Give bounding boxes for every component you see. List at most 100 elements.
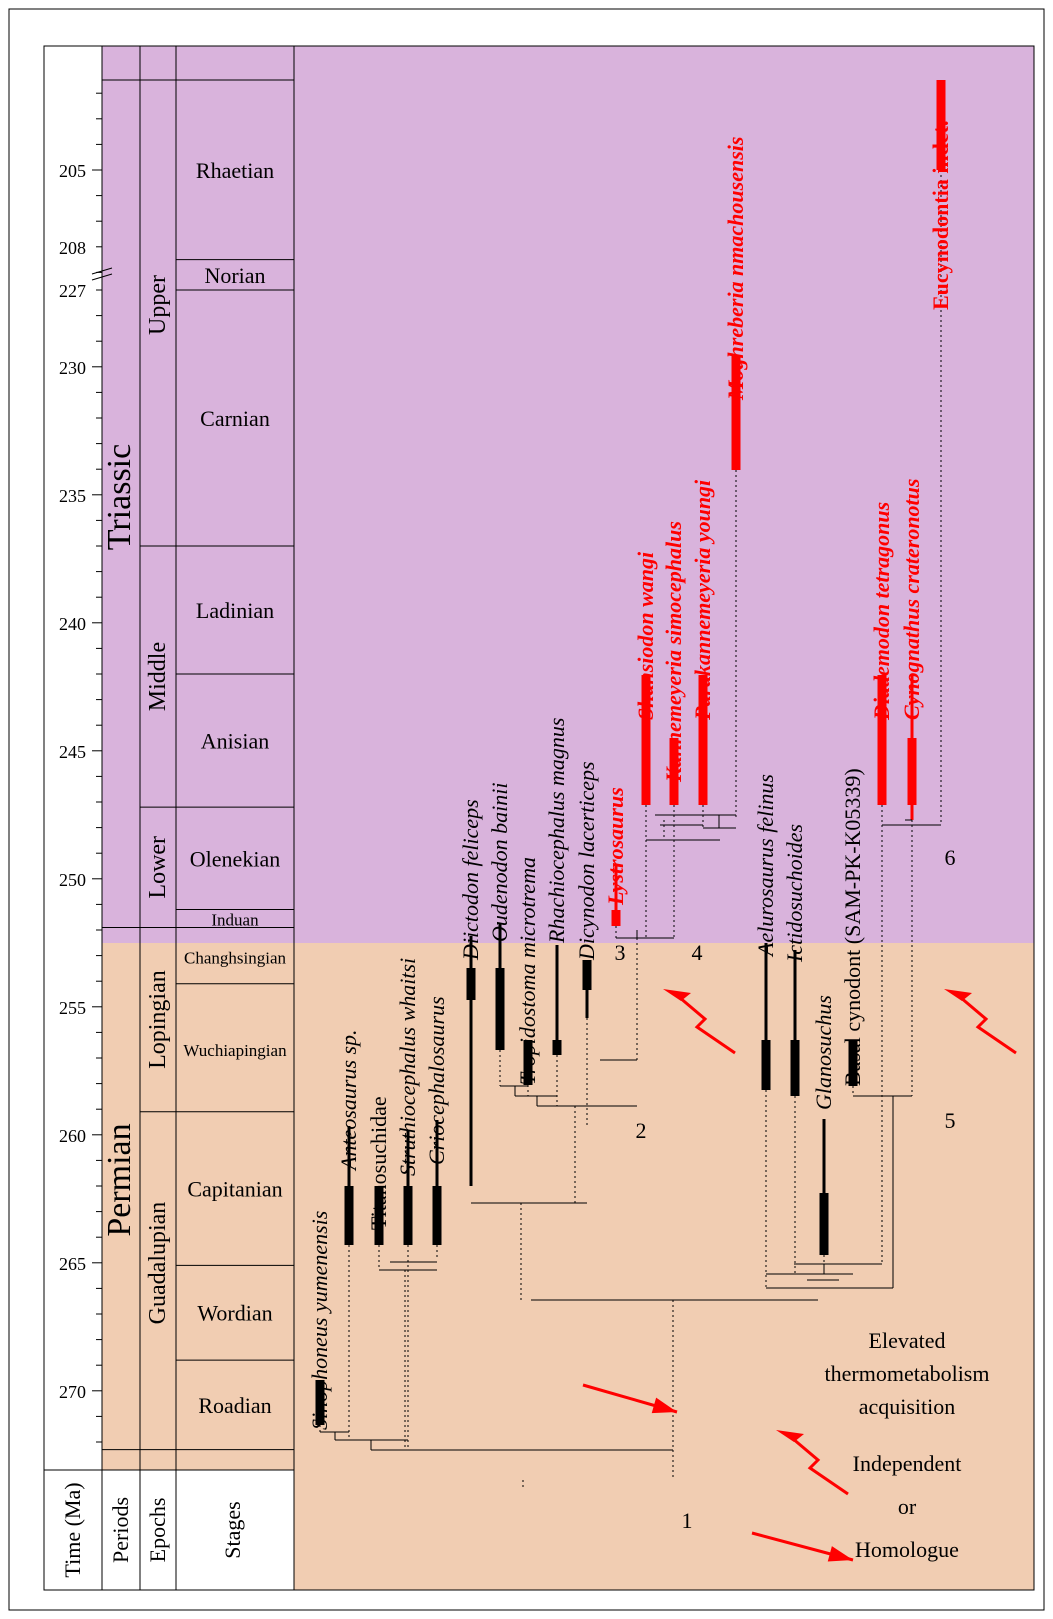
taxon-labels: Sinophoneus yumenensis Anteosaurus sp.Tit… (307, 121, 953, 1431)
legend-title-line1: Elevated (869, 1328, 946, 1353)
legend-or: or (898, 1494, 917, 1519)
stage-column: RhaetianNorianCarnianLadinianAnisianOlen… (176, 158, 294, 1451)
axis-tick-label: 270 (59, 1382, 86, 1402)
stage-label: Olenekian (190, 846, 280, 871)
stage-label: Norian (204, 263, 265, 288)
stage-label: Changhsingian (184, 949, 286, 968)
epoch-label: Lopingian (145, 970, 171, 1069)
stage-label: Capitanian (187, 1177, 282, 1202)
acquisition-arrows (582, 989, 1017, 1562)
axis-tick-label: 265 (59, 1254, 86, 1274)
cladogram (315, 80, 946, 1489)
epoch-label: Upper (145, 275, 171, 335)
axis-tick-label: 240 (59, 614, 86, 634)
legend-title-line2: thermometabolism (825, 1361, 990, 1386)
range-bar (523, 1040, 533, 1085)
axis-tick-label: 260 (59, 1126, 86, 1146)
homologue-arrow-icon (651, 1397, 677, 1414)
header-labels: Time (Ma) Periods Epochs Stages (60, 1482, 245, 1577)
stage-label: Induan (211, 910, 259, 929)
taxon-label: Cynognathus crateronotus (899, 479, 924, 720)
range-bar (907, 738, 917, 805)
legend-title-line3: acquisition (859, 1394, 956, 1419)
independent-arrow-icon (678, 995, 736, 1055)
taxon-label: Tropidostoma microtrema (515, 857, 540, 1085)
axis-tick-label: 230 (59, 358, 86, 378)
taxon-label: Diademodon tetragonus (869, 502, 894, 721)
taxon-label: Shansiodon wangi (633, 551, 658, 720)
taxon-label: Parakannemeyeria youngi (690, 479, 715, 721)
range-bar (819, 1193, 829, 1255)
range-bar (495, 968, 505, 1050)
node-label: 3 (615, 940, 626, 965)
independent-arrow-icon (791, 1436, 849, 1496)
epoch-label: Lower (145, 836, 171, 899)
range-bar (848, 1040, 858, 1086)
stage-label: Roadian (198, 1393, 271, 1418)
taxon-label: Eucynodontia indet. (928, 121, 953, 311)
period-label: Triassic (101, 444, 138, 550)
taxon-label: Struthiocephalus whaitsi (395, 958, 420, 1176)
range-bar (432, 1186, 442, 1245)
stage-label: Wuchiapingian (183, 1041, 287, 1060)
axis-tick-label: 227 (59, 281, 86, 301)
triassic-background (44, 46, 1034, 943)
stage-label: Wordian (197, 1301, 272, 1326)
taxon-label: Criocephalosaurus (424, 996, 449, 1165)
node-label: 2 (636, 1118, 647, 1143)
range-bar (611, 910, 621, 926)
taxon-label: Lystrosaurus (603, 787, 628, 906)
range-bar (877, 675, 887, 805)
range-bar (669, 738, 679, 805)
taxon-label: Titanosuchidae (366, 1096, 391, 1230)
taxon-label: Anteosaurus sp. (336, 1029, 361, 1172)
range-bar (552, 1040, 562, 1055)
legend: Elevated thermometabolism acquisition In… (825, 1328, 990, 1562)
taxon-label: Kannemeyeria simocephalus (661, 521, 686, 783)
column-dividers (44, 46, 295, 1590)
period-label: Permian (101, 1123, 138, 1236)
taxon-label: Oudenodon bainii (487, 783, 512, 943)
axis-tick-label: 250 (59, 870, 86, 890)
taxon-label: Dicynodon lacerticeps (574, 761, 599, 961)
node-labels: 1 2 3 4 5 6 (615, 845, 956, 1533)
node-label: 1 (682, 1508, 693, 1533)
node-label: 5 (945, 1108, 956, 1133)
range-bar (582, 960, 592, 990)
node-label: 6 (945, 845, 956, 870)
range-bar (761, 1040, 771, 1090)
range-bar (374, 1186, 384, 1245)
range-bar (790, 1040, 800, 1096)
header-stages: Stages (220, 1501, 245, 1558)
axis-tick-label: 255 (59, 998, 86, 1018)
taxon-label: Aelurosaurus felinus (753, 774, 778, 958)
header-epochs: Epochs (145, 1498, 170, 1563)
stage-label: Carnian (200, 406, 270, 431)
axis-tick-label: 245 (59, 742, 86, 762)
range-bar (731, 355, 741, 470)
taxon-label: Sinophoneus yumenensis (307, 1211, 332, 1430)
stage-label: Rhaetian (196, 158, 274, 183)
node-label: 4 (692, 940, 703, 965)
taxon-label: Moghreberia nmachousensis (723, 137, 748, 401)
range-bar (466, 968, 476, 1000)
range-bar (641, 675, 651, 805)
range-bar (344, 1186, 354, 1245)
range-bar (403, 1186, 413, 1245)
header-time: Time (Ma) (60, 1482, 85, 1577)
header-row (44, 1470, 294, 1590)
taxon-label: Ictidosuchoides (782, 824, 807, 963)
range-bar (936, 80, 946, 170)
plot-frame (43, 45, 1035, 1591)
taxon-label: Rhachiocephalus magnus (544, 718, 569, 944)
time-axis-column (44, 46, 102, 1470)
axis-tick-label: 208 (59, 238, 86, 258)
homologue-arrow-icon (827, 1546, 853, 1562)
epoch-label: Middle (145, 642, 171, 711)
axis-tick-label: 205 (59, 161, 86, 181)
stage-label: Ladinian (196, 598, 274, 623)
